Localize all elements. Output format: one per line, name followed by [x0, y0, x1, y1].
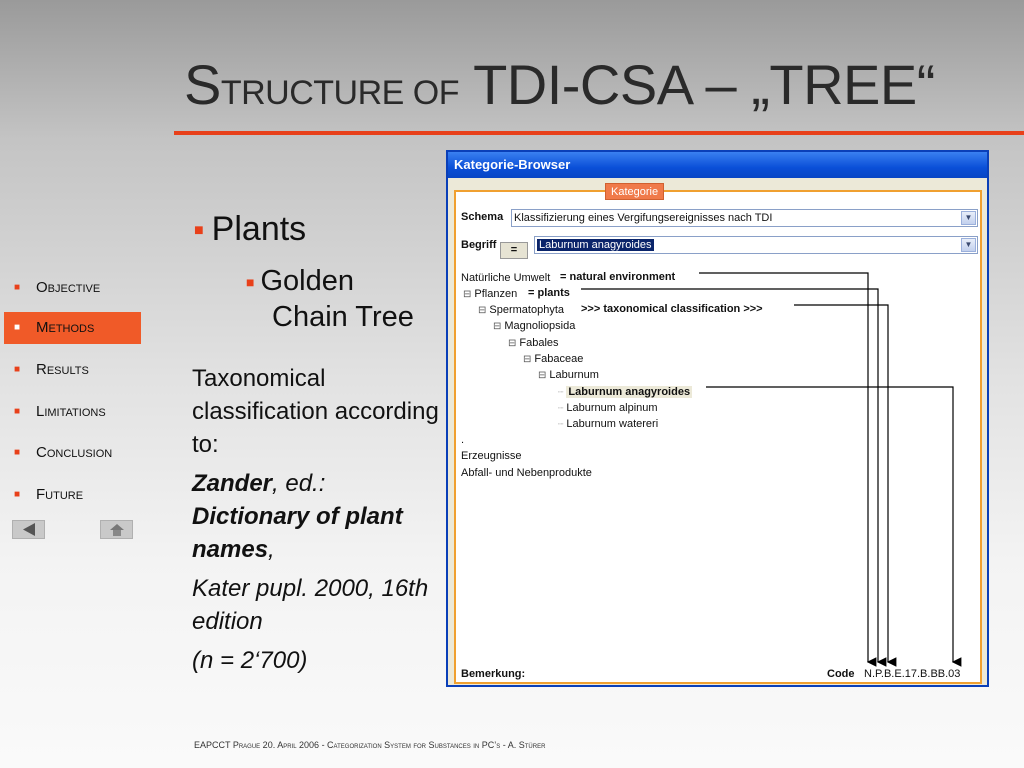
- collapse-icon: ⊟: [508, 338, 517, 349]
- nav-item-limitations[interactable]: ■Limitations: [4, 396, 141, 428]
- tree-node-laburnum-alpinum[interactable]: ┈Laburnum alpinum: [558, 402, 658, 414]
- tree-node-laburnum-anagyroides[interactable]: ┈Laburnum anagyroides: [558, 386, 693, 398]
- home-button[interactable]: [100, 520, 133, 539]
- slide-footer: EAPCCT Prague 20. April 2006 - Categoriz…: [194, 740, 546, 750]
- back-button[interactable]: [12, 520, 45, 539]
- bullet-icon: ■: [14, 322, 21, 333]
- bullet-icon: ■: [14, 364, 21, 375]
- nav-item-future[interactable]: ■Future: [4, 479, 141, 511]
- title-underline: [174, 131, 1024, 135]
- tree-node-laburnum-watereri[interactable]: ┈Laburnum watereri: [558, 418, 659, 430]
- bemerkung-label: Bemerkung:: [461, 668, 526, 680]
- tree-node-natuerliche-umwelt[interactable]: Natürliche Umwelt: [461, 272, 551, 284]
- code-label: Code: [827, 668, 855, 680]
- collapse-icon: ⊟: [478, 305, 487, 316]
- nav-item-objective[interactable]: ■Objective: [4, 272, 141, 304]
- tree-node-dot: .: [461, 434, 465, 446]
- nav-item-results[interactable]: ■Results: [4, 354, 141, 386]
- bullet-icon: ■: [194, 222, 204, 240]
- bullet-icon: ■: [14, 489, 21, 500]
- annotation-arrows: [581, 272, 962, 667]
- taxonomy-source-text: Taxonomical classification according to:…: [192, 365, 439, 674]
- collapse-icon: ⊟: [493, 321, 502, 332]
- triangle-left-icon: [22, 523, 35, 536]
- tree-node-laburnum[interactable]: ⊟Laburnum: [538, 369, 599, 381]
- annotation-taxonomical: >>> taxonomical classification >>>: [581, 303, 763, 315]
- begriff-label: Begriff: [461, 239, 497, 251]
- kategorie-browser-window: Kategorie-Browser Kategorie Schema Klass…: [446, 150, 989, 687]
- bullet-icon: ■: [246, 273, 255, 290]
- chevron-down-icon[interactable]: ▼: [961, 211, 976, 225]
- tree-node-fabales[interactable]: ⊟Fabales: [508, 337, 559, 349]
- collapse-icon: ⊟: [463, 289, 472, 300]
- begriff-select[interactable]: Laburnum anagyroides ▼: [534, 236, 978, 254]
- annotation-plants: = plants: [528, 287, 570, 299]
- code-value: N.P.B.E.17.B.BB.03: [864, 668, 961, 680]
- tree-node-abfall[interactable]: Abfall- und Nebenprodukte: [461, 467, 592, 479]
- schema-label: Schema: [461, 211, 504, 223]
- schema-select[interactable]: Klassifizierung eines Vergifungsereignis…: [511, 209, 978, 227]
- tree-node-spermatophyta[interactable]: ⊟Spermatophyta: [478, 304, 564, 316]
- equals-button[interactable]: =: [500, 242, 528, 259]
- nav-item-conclusion[interactable]: ■Conclusion: [4, 437, 141, 469]
- nav-item-methods[interactable]: ■Methods: [4, 312, 141, 344]
- annotation-natural-environment: = natural environment: [560, 271, 676, 283]
- tree-node-fabaceae[interactable]: ⊟Fabaceae: [523, 353, 584, 365]
- bullet-plants: ■Plants: [194, 210, 307, 248]
- bullet-icon: ■: [14, 447, 21, 458]
- bullet-icon: ■: [14, 282, 21, 293]
- bullet-icon: ■: [14, 406, 21, 417]
- window-title: Kategorie-Browser: [448, 152, 987, 178]
- tab-kategorie[interactable]: Kategorie: [605, 183, 665, 200]
- slide-title: STRUCTURE OF TDI-CSA – „TREE“: [184, 53, 935, 116]
- kategorie-panel: Kategorie Schema Klassifizierung eines V…: [454, 183, 982, 684]
- tree-node-pflanzen[interactable]: ⊟Pflanzen: [463, 288, 518, 300]
- tree-node-erzeugnisse[interactable]: Erzeugnisse: [461, 450, 522, 462]
- collapse-icon: ⊟: [523, 354, 532, 365]
- home-icon: [109, 524, 124, 536]
- collapse-icon: ⊟: [538, 370, 547, 381]
- chevron-down-icon[interactable]: ▼: [961, 238, 976, 252]
- tree-node-magnoliopsida[interactable]: ⊟Magnoliopsida: [493, 320, 576, 332]
